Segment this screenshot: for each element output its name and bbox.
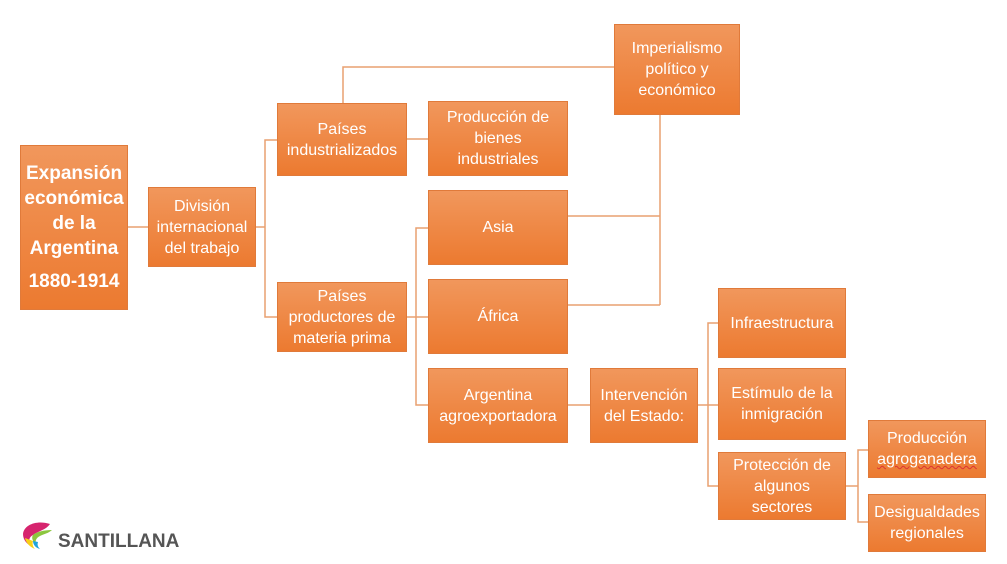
agroganadera-box: Producción agroganadera [868, 420, 986, 478]
main-topic-title: Expansión económica de la Argentina [24, 163, 124, 259]
santillana-logo: SANTILLANA [20, 518, 179, 554]
desigualdades-box: Desigualdades regionales [868, 494, 986, 552]
proteccion-box: Protección de algunos sectores [718, 452, 846, 520]
imperialismo-box: Imperialismo político y económico [614, 24, 740, 115]
logo-swirl-icon [23, 522, 52, 549]
agroganadera-line2: agroganadera [877, 451, 977, 468]
asia-box: Asia [428, 190, 568, 265]
main-topic-box: Expansión económica de la Argentina 1880… [20, 145, 128, 310]
inmigracion-box: Estímulo de la inmigración [718, 368, 846, 440]
industrializados-box: Países industrializados [277, 103, 407, 176]
main-topic-years: 1880-1914 [28, 271, 120, 292]
infraestructura-box: Infraestructura [718, 288, 846, 358]
division-box: División internacional del trabajo [148, 187, 256, 267]
intervencion-box: Intervención del Estado: [590, 368, 698, 443]
agroganadera-line1: Producción [886, 430, 968, 447]
productores-box: Países productores de materia prima [277, 282, 407, 352]
logo-text: SANTILLANA [58, 531, 180, 552]
bienes-box: Producción de bienes industriales [428, 101, 568, 176]
africa-box: África [428, 279, 568, 354]
argentina-box: Argentina agroexportadora [428, 368, 568, 443]
